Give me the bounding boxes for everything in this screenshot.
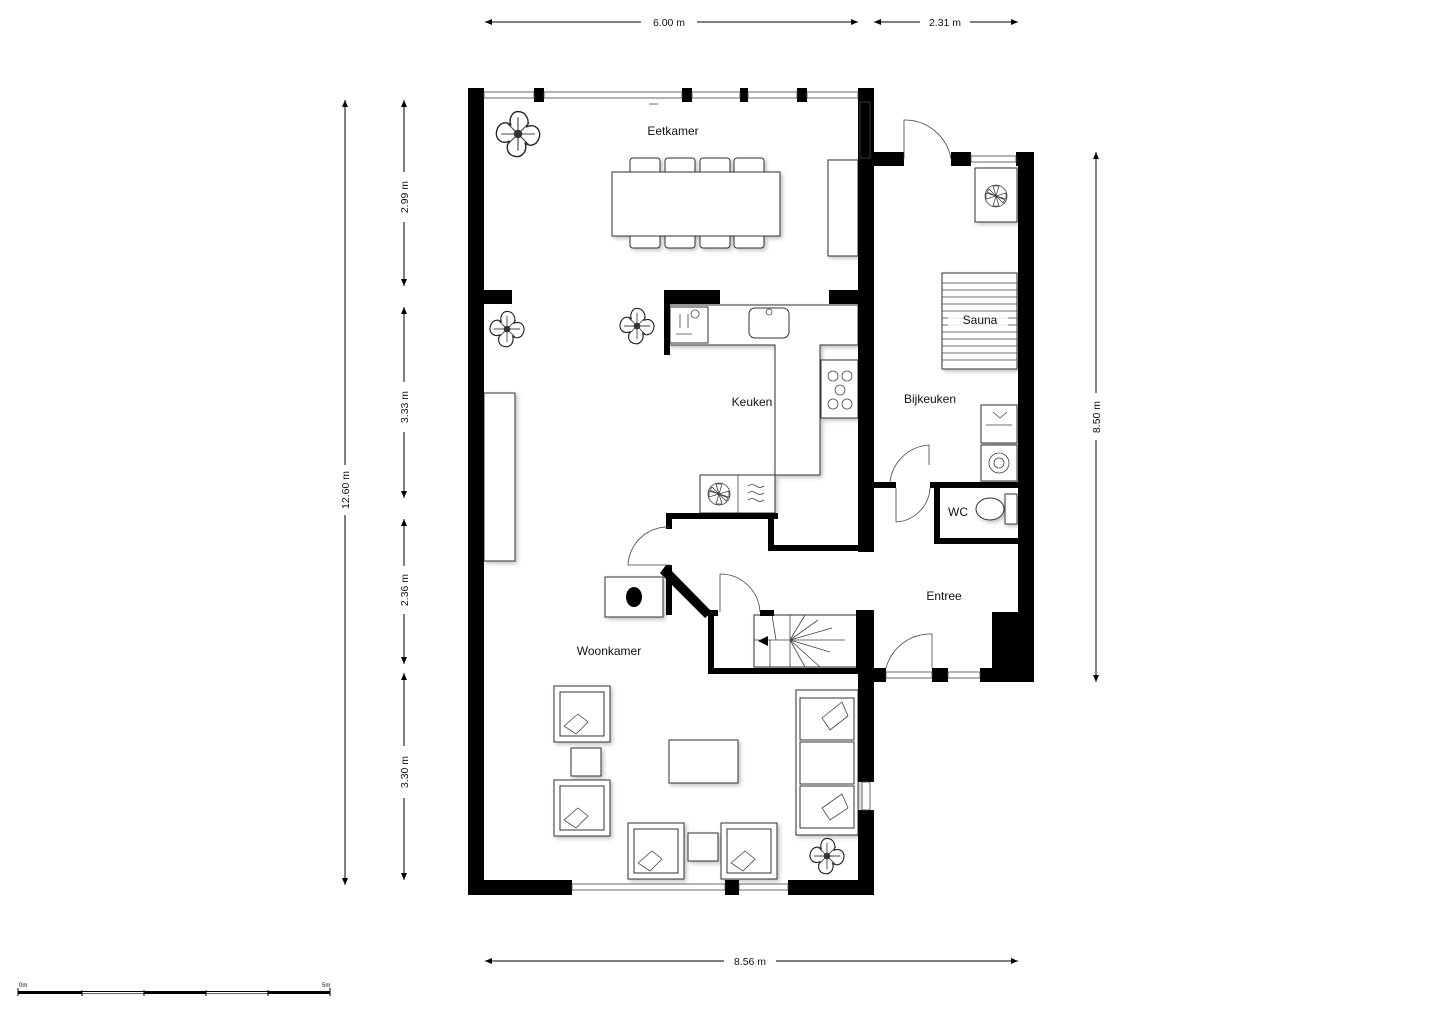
plant-icon bbox=[495, 110, 541, 158]
dim-annex-depth: 8.50 m bbox=[1091, 401, 1103, 433]
kitchen-counter bbox=[667, 304, 859, 514]
utility-appliances bbox=[974, 167, 1018, 482]
scale-end-label: 5m bbox=[322, 983, 330, 989]
dim-top-annex: 2.31 m bbox=[929, 17, 961, 29]
dim-seg-woonkamer: 3.30 m bbox=[399, 756, 411, 788]
side-table-1 bbox=[570, 747, 602, 777]
armchair-3 bbox=[627, 822, 685, 880]
dim-top-main: 6.00 m bbox=[653, 17, 685, 29]
label-wc: WC bbox=[948, 505, 968, 519]
staircase bbox=[753, 614, 859, 668]
toilet bbox=[975, 493, 1018, 525]
label-sauna: Sauna bbox=[963, 313, 998, 327]
plant-icon bbox=[489, 310, 525, 348]
dim-seg-eetkamer: 2.99 m bbox=[399, 181, 411, 213]
armchair-4 bbox=[720, 822, 778, 880]
sink bbox=[748, 307, 790, 339]
sofa bbox=[795, 689, 859, 836]
sauna-cabin bbox=[941, 272, 1018, 370]
label-eetkamer: Eetkamer bbox=[647, 124, 698, 138]
armchair-2 bbox=[553, 779, 611, 837]
dim-total-depth: 12.60 m bbox=[340, 471, 352, 509]
cooktop bbox=[820, 359, 859, 419]
dimension-lines: 6.00 m 2.31 m 8.56 m 12.60 m 2.99 m 3.33… bbox=[340, 17, 1103, 968]
dining-table bbox=[611, 157, 781, 249]
dim-seg-stairs: 2.36 m bbox=[399, 574, 411, 606]
label-bijkeuken: Bijkeuken bbox=[904, 392, 956, 406]
dim-seg-keuken: 3.33 m bbox=[399, 391, 411, 423]
coffee-table bbox=[668, 739, 739, 784]
dim-bottom-total: 8.56 m bbox=[734, 956, 766, 968]
plant-icon bbox=[809, 837, 845, 875]
wall-cabinet bbox=[483, 392, 516, 562]
plant-icon bbox=[619, 307, 655, 345]
armchair-1 bbox=[553, 685, 611, 743]
sideboard bbox=[827, 159, 859, 257]
label-woonkamer: Woonkamer bbox=[577, 644, 641, 658]
room-labels: Eetkamer Keuken Bijkeuken Sauna WC Entre… bbox=[577, 124, 998, 658]
walls bbox=[468, 88, 1034, 895]
windows bbox=[483, 91, 1017, 891]
label-entree: Entree bbox=[926, 589, 962, 603]
side-table-2 bbox=[687, 832, 719, 862]
scale-start-label: 0m bbox=[19, 983, 27, 989]
label-keuken: Keuken bbox=[732, 395, 773, 409]
furniture bbox=[483, 157, 1018, 880]
scale-bar: 0m 5m bbox=[17, 983, 331, 996]
fireplace bbox=[604, 576, 664, 618]
doors bbox=[627, 103, 952, 669]
